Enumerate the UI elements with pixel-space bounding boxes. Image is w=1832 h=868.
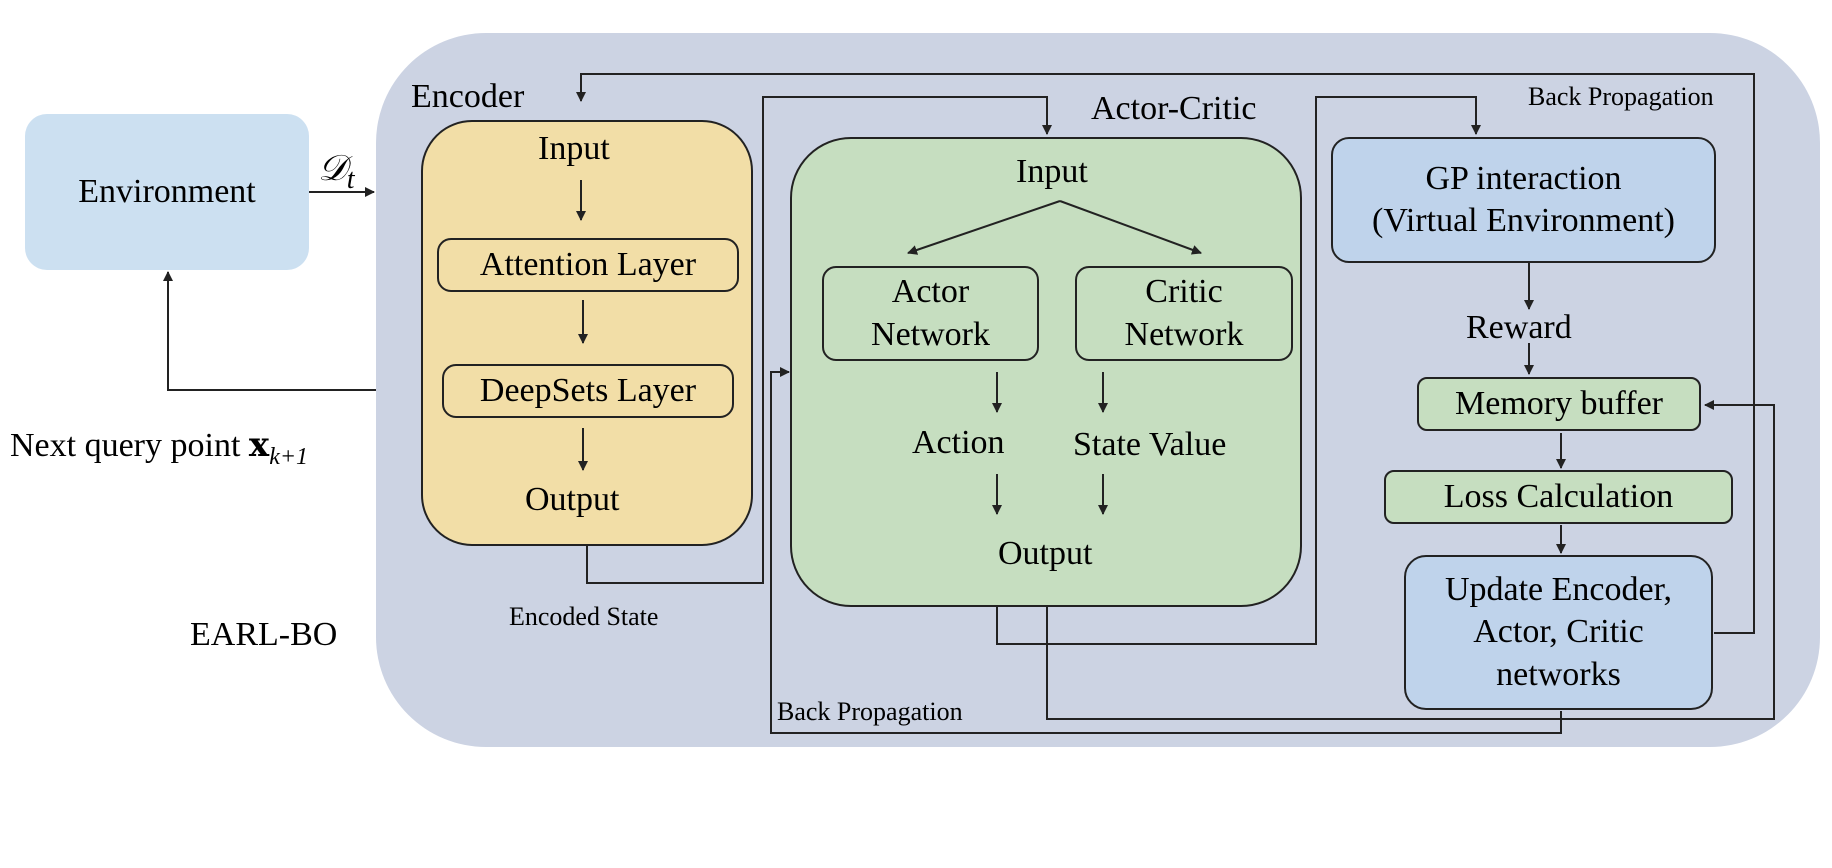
earl-to-env-arrow [163, 271, 376, 391]
ac-input-split-right [1059, 200, 1202, 255]
update-to-backprop-line [1714, 435, 1755, 634]
ac-output-to-memory-line [1046, 400, 1775, 720]
environment-box [25, 114, 309, 270]
state-value-label: State Value [1073, 426, 1227, 463]
update-networks-line1: Update Encoder, [1444, 570, 1673, 608]
critic-network-line2: Network [1124, 315, 1244, 353]
back-propagation-top-label: Back Propagation [1528, 82, 1714, 111]
earl-bo-label: EARL-BO [190, 616, 338, 653]
actor-network-line2: Network [871, 315, 990, 353]
actor-critic-title: Actor-Critic [1091, 90, 1257, 127]
encoder-input: Input [538, 130, 610, 167]
attention-layer-box: Attention Layer [437, 238, 739, 292]
loss-calculation-box: Loss Calculation [1384, 470, 1733, 524]
backprop-bottom-line [770, 367, 1562, 734]
gp-interaction-line2: (Virtual Environment) [1372, 202, 1675, 239]
ac-input-split-left [907, 200, 1061, 255]
encoder-title: Encoder [411, 78, 525, 115]
actor-critic-input: Input [1016, 153, 1088, 190]
next-query-prefix: Next query point [10, 427, 249, 464]
gp-interaction-box: GP interaction (Virtual Environment) [1331, 137, 1716, 263]
next-query-label: Next query point xk+1 [10, 428, 308, 469]
memory-buffer-label: Memory buffer [1454, 384, 1664, 422]
update-networks-line2: Actor, Critic [1473, 613, 1644, 651]
backprop-top-line [576, 73, 1755, 435]
dataset-symbol-sub: t [346, 164, 355, 196]
attention-layer-label: Attention Layer [479, 245, 697, 283]
ac-output-to-gp-line [996, 96, 1481, 645]
deepsets-layer-box: DeepSets Layer [442, 364, 734, 418]
reward-label: Reward [1466, 309, 1572, 346]
action-label: Action [912, 424, 1005, 461]
dataset-symbol-d: 𝒟 [318, 148, 347, 188]
critic-network-box: Critic Network [1075, 266, 1293, 361]
actor-network-box: Actor Network [822, 266, 1039, 361]
critic-network-line1: Critic [1145, 273, 1223, 310]
update-networks-line3: networks [1496, 655, 1621, 693]
loss-calculation-label: Loss Calculation [1443, 477, 1674, 515]
back-propagation-bottom-label: Back Propagation [777, 697, 963, 726]
actor-network-line1: Actor [891, 273, 970, 310]
memory-buffer-box: Memory buffer [1417, 377, 1701, 431]
environment-label-wrap: Environment [25, 114, 309, 270]
deepsets-layer-label: DeepSets Layer [479, 371, 697, 409]
next-query-x: x [248, 425, 270, 465]
environment-label: Environment [78, 172, 256, 210]
actor-critic-output: Output [998, 535, 1093, 572]
next-query-sub: k+1 [269, 443, 309, 470]
gp-interaction-line1: GP interaction [1425, 159, 1622, 197]
encoded-state-line [586, 96, 1052, 584]
update-networks-box: Update Encoder, Actor, Critic networks [1404, 555, 1713, 710]
encoded-state-label: Encoded State [509, 602, 659, 631]
encoder-output: Output [525, 481, 620, 518]
dataset-symbol: 𝒟t [318, 150, 355, 194]
